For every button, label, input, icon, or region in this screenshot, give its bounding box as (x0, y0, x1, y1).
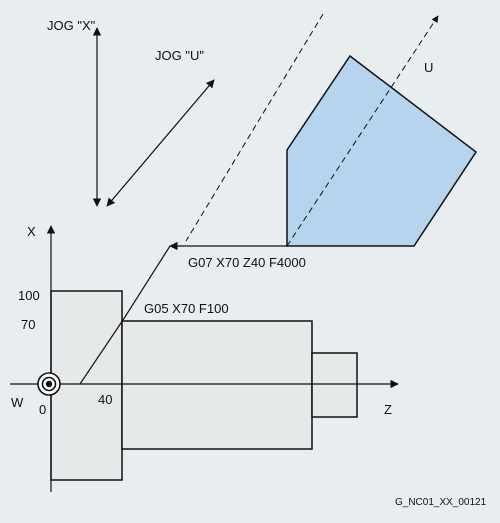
g05-command-label: G05 X70 F100 (144, 301, 229, 316)
workpiece-large-section (50, 290, 123, 481)
u-axis-label: U (424, 60, 433, 75)
zero-label: 0 (39, 402, 46, 417)
workpiece-end-section (311, 352, 358, 418)
u-axis-line (286, 15, 439, 247)
workpiece-middle-section (121, 320, 313, 450)
cutting-tool (286, 54, 478, 247)
g05-path (79, 319, 124, 385)
x-axis-label: X (27, 224, 36, 239)
figure-reference: G_NC01_XX_00121 (395, 497, 487, 508)
forty-label: 40 (98, 392, 112, 407)
workpiece-zero-center (45, 380, 53, 388)
jog-u-arrow (106, 79, 215, 207)
jog-u-label: JOG "U" (155, 48, 204, 63)
seventy-label: 70 (21, 317, 35, 332)
w-origin-label: W (11, 395, 24, 410)
hundred-label: 100 (18, 288, 40, 303)
dashed-guide-line (185, 13, 324, 242)
g07-connector (122, 245, 171, 321)
z-axis-label: Z (384, 402, 392, 417)
g07-command-label: G07 X70 Z40 F4000 (188, 255, 306, 270)
jog-x-label: JOG "X" (47, 18, 96, 33)
